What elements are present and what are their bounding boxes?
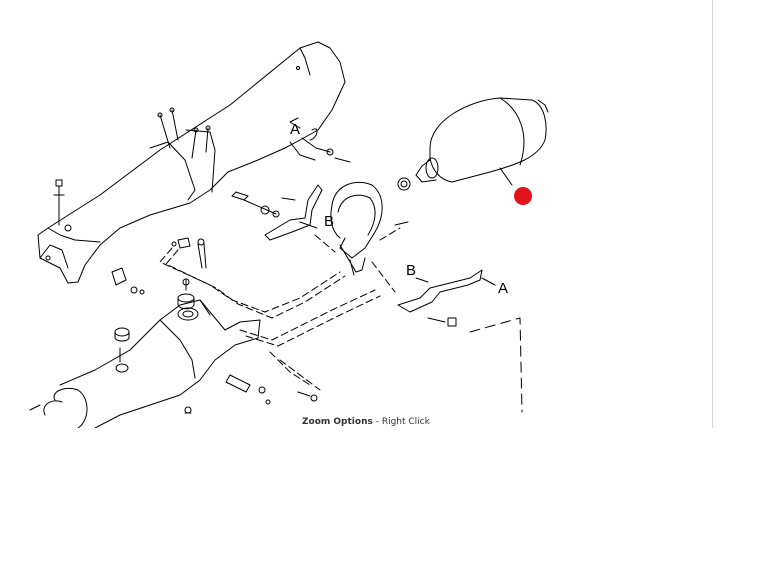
callout-b-left: B [324, 213, 334, 230]
zoom-options-label: Zoom Options [302, 417, 373, 427]
o-ring [397, 177, 411, 191]
bolt-assembly [231, 191, 280, 218]
bracket-right [397, 269, 483, 313]
fittings [111, 237, 207, 295]
callout-a-right: A [498, 280, 508, 297]
lower-hardware [184, 374, 318, 414]
bracket-left [264, 184, 323, 241]
upper-frame-rail [37, 41, 346, 284]
callout-leaders [281, 117, 496, 327]
axle-housing [29, 299, 261, 428]
mounting-clamp [330, 181, 383, 276]
hydraulic-lines [159, 227, 523, 413]
diagram-viewer[interactable]: A B B A [0, 0, 712, 428]
frame-bolt [53, 179, 65, 226]
rubber-mounts [114, 278, 195, 373]
zoom-options-hint: Zoom Options - Right Click [302, 417, 430, 427]
zoom-hint-separator: - [372, 417, 382, 427]
callout-a-top: A [290, 121, 300, 138]
zoom-hint-action: Right Click [381, 417, 430, 427]
part-hotspot-marker[interactable] [514, 187, 532, 205]
callout-b-right: B [406, 262, 416, 279]
parts-diagram: A B B A [29, 41, 549, 428]
accumulator-tank [415, 97, 549, 186]
viewer-border [712, 0, 713, 428]
